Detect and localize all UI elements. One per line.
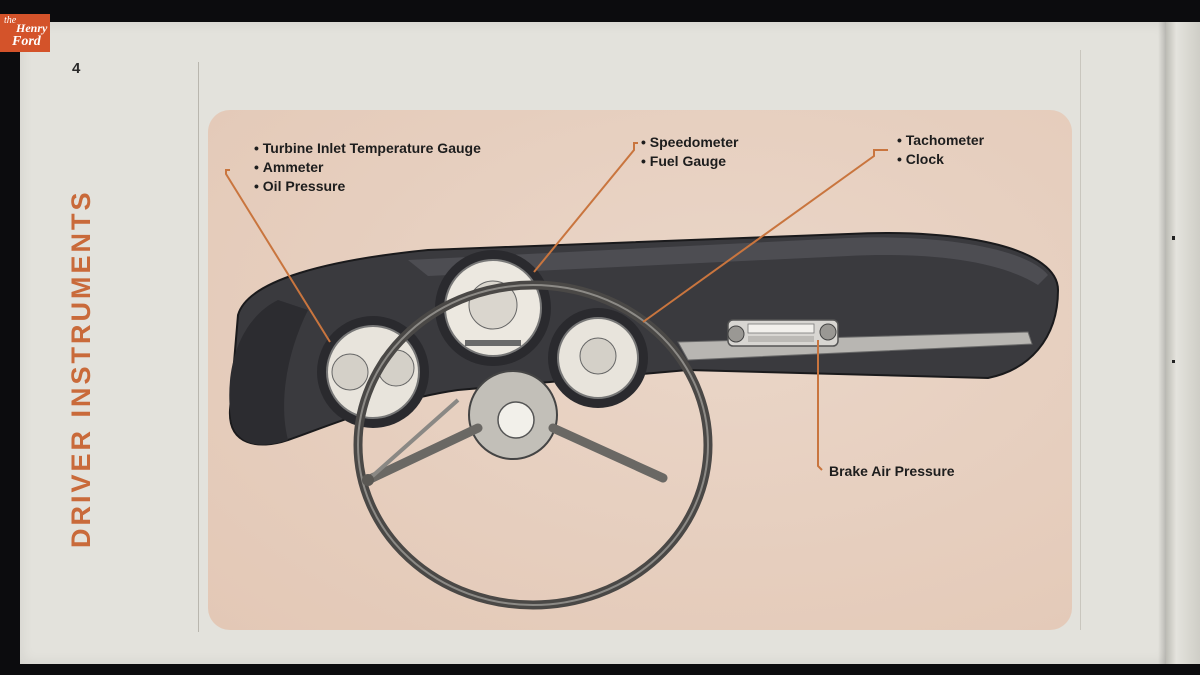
steering-hub-emblem bbox=[497, 401, 535, 439]
page-number: 4 bbox=[72, 60, 81, 77]
callout-line-left bbox=[225, 169, 331, 343]
chrome-trim bbox=[677, 331, 1033, 361]
callout-right: Tachometer Clock bbox=[897, 131, 984, 169]
fuel-gauge-strip bbox=[465, 340, 521, 346]
henry-ford-logo: the Henry Ford bbox=[0, 14, 50, 52]
lever-knob bbox=[362, 474, 374, 486]
callout-middle: Speedometer Fuel Gauge bbox=[641, 133, 739, 171]
label-brake-air-pressure: Brake Air Pressure bbox=[829, 463, 955, 479]
label-ammeter: Ammeter bbox=[254, 158, 481, 177]
steering-spoke bbox=[548, 423, 668, 483]
dashboard-illustration bbox=[225, 142, 1060, 610]
radio-dial bbox=[747, 323, 815, 334]
callout-line-right bbox=[642, 149, 888, 323]
label-clock: Clock bbox=[897, 150, 984, 169]
page-mark bbox=[1172, 360, 1175, 363]
label-tachometer: Tachometer bbox=[897, 131, 984, 150]
steering-spoke bbox=[363, 423, 483, 485]
steering-wheel-highlight bbox=[357, 284, 709, 606]
divider-rule bbox=[198, 62, 199, 632]
turn-signal-lever bbox=[366, 398, 460, 482]
callout-line-middle bbox=[533, 142, 638, 273]
label-turbine-temp: Turbine Inlet Temperature Gauge bbox=[254, 139, 481, 158]
logo-henry: Henry bbox=[16, 21, 48, 35]
divider-rule bbox=[1080, 50, 1081, 630]
dashboard-left-end bbox=[229, 300, 308, 445]
label-oil-pressure: Oil Pressure bbox=[254, 177, 481, 196]
callout-line-brake bbox=[817, 340, 823, 471]
section-title: DRIVER INSTRUMENTS bbox=[66, 189, 96, 548]
label-speedometer: Speedometer bbox=[641, 133, 739, 152]
radio-buttons bbox=[748, 336, 814, 342]
right-gauge-dial bbox=[579, 337, 617, 375]
logo-the: the bbox=[4, 15, 17, 26]
logo-ford: Ford bbox=[12, 34, 41, 49]
left-gauge-dial bbox=[331, 353, 369, 391]
brochure-page-right bbox=[1166, 22, 1200, 664]
radio-knob bbox=[819, 323, 837, 341]
page-mark bbox=[1172, 236, 1175, 240]
label-fuel-gauge: Fuel Gauge bbox=[641, 152, 739, 171]
radio-knob bbox=[727, 325, 745, 343]
callout-left: Turbine Inlet Temperature Gauge Ammeter … bbox=[254, 139, 481, 196]
